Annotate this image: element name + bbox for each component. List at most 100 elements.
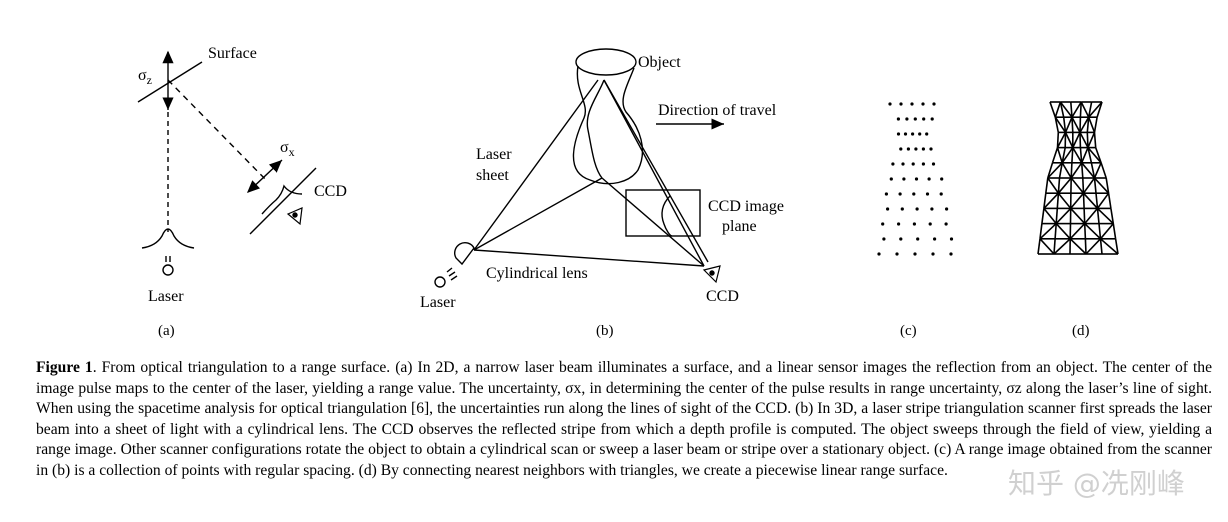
mesh-edge bbox=[1056, 132, 1067, 148]
mesh-edge bbox=[1071, 147, 1074, 163]
mesh-edge bbox=[1087, 132, 1096, 148]
panel-d-mesh bbox=[1037, 101, 1119, 255]
mesh-edge bbox=[1041, 208, 1045, 224]
mesh-edge bbox=[1086, 117, 1090, 133]
ccd-label-b: CCD bbox=[706, 288, 739, 305]
figure-illustration: Surface σz σx CCD Laser (a) Object Direc… bbox=[137, 45, 1119, 339]
laser-label-b: Laser bbox=[420, 294, 456, 311]
mesh-edge bbox=[1053, 238, 1071, 255]
laser-source bbox=[162, 264, 174, 276]
mesh-edge bbox=[1082, 193, 1085, 209]
mesh-edge bbox=[1055, 208, 1059, 224]
object-top bbox=[575, 48, 637, 76]
mesh-edge bbox=[1047, 162, 1063, 179]
mesh-edge bbox=[1081, 162, 1096, 179]
mesh-edge bbox=[1098, 223, 1102, 239]
mesh-edge bbox=[1054, 117, 1060, 133]
range-point bbox=[927, 177, 931, 181]
range-point bbox=[901, 162, 905, 166]
range-point bbox=[925, 192, 930, 196]
mesh-edge bbox=[1086, 132, 1089, 148]
mesh-edge bbox=[1084, 207, 1099, 225]
range-point bbox=[891, 162, 895, 166]
mesh-edge bbox=[1079, 147, 1083, 163]
range-point bbox=[928, 222, 932, 226]
mesh-edge bbox=[1061, 147, 1074, 164]
mesh-edge bbox=[1099, 238, 1119, 255]
ccd-image-plane bbox=[625, 189, 701, 237]
range-point bbox=[922, 117, 926, 121]
mesh-edge bbox=[1085, 238, 1102, 255]
mesh-edge bbox=[1100, 162, 1107, 179]
mesh-edge bbox=[1087, 147, 1102, 164]
mesh-edge bbox=[1056, 193, 1060, 209]
mesh-edge bbox=[1080, 147, 1089, 164]
mesh-edge bbox=[1055, 207, 1072, 225]
mesh-edge bbox=[1062, 117, 1067, 133]
mesh-edge bbox=[1079, 116, 1090, 133]
laser-sheet-label-2: sheet bbox=[476, 167, 509, 184]
mesh-edge bbox=[1099, 238, 1103, 255]
range-point bbox=[931, 162, 936, 166]
range-point bbox=[913, 252, 917, 256]
mesh-edge bbox=[1079, 101, 1082, 118]
mesh-edge bbox=[1070, 162, 1083, 179]
mesh-edge bbox=[1072, 132, 1081, 148]
range-point bbox=[914, 147, 918, 151]
mesh-edge bbox=[1070, 101, 1073, 118]
eye-icon bbox=[286, 207, 303, 226]
mesh-edge bbox=[1045, 177, 1049, 194]
range-point bbox=[881, 222, 885, 226]
range-point bbox=[925, 132, 929, 136]
range-point bbox=[912, 222, 917, 226]
range-point bbox=[932, 102, 936, 106]
mesh-edge bbox=[1096, 192, 1110, 209]
mesh-edge bbox=[1053, 238, 1056, 255]
mesh-edge bbox=[1047, 177, 1060, 194]
mesh-edge bbox=[1069, 238, 1087, 255]
range-point bbox=[902, 177, 906, 181]
range-point bbox=[945, 207, 949, 211]
mesh-edge bbox=[1037, 238, 1041, 255]
panel-b-caption: (b) bbox=[596, 323, 614, 339]
range-point bbox=[903, 132, 908, 136]
mesh-edge bbox=[1039, 223, 1057, 240]
mesh-edge bbox=[1096, 208, 1100, 224]
range-point bbox=[905, 117, 909, 121]
mesh-edge bbox=[1043, 193, 1047, 209]
mesh-edge bbox=[1064, 116, 1073, 133]
mesh-edge bbox=[1049, 101, 1057, 118]
mesh-edge bbox=[1071, 117, 1074, 133]
eye-icon-b bbox=[702, 265, 721, 284]
range-point bbox=[949, 237, 954, 241]
cyl-lens-label: Cylindrical lens bbox=[486, 265, 588, 282]
range-point bbox=[888, 102, 892, 106]
range-point bbox=[912, 192, 916, 196]
mesh-edge bbox=[1058, 162, 1063, 179]
laser-source-b bbox=[434, 276, 446, 288]
range-point bbox=[897, 222, 901, 226]
mesh-edge bbox=[1082, 192, 1099, 209]
range-point bbox=[900, 207, 904, 211]
range-point bbox=[886, 207, 890, 211]
mesh-edge bbox=[1087, 101, 1093, 118]
mesh-edge bbox=[1093, 132, 1097, 148]
sigma-x-label: σx bbox=[280, 139, 295, 159]
caption-text: . From optical triangulation to a range … bbox=[36, 359, 1212, 479]
panel-a-caption: (a) bbox=[158, 323, 175, 339]
range-point bbox=[939, 192, 943, 196]
range-point bbox=[899, 237, 903, 241]
mesh-edge bbox=[1055, 223, 1071, 240]
ccd-plane-label-1: CCD image bbox=[708, 198, 784, 215]
range-point bbox=[884, 192, 889, 196]
ccd-plane-label-2: plane bbox=[722, 218, 757, 235]
mesh-edge bbox=[1096, 101, 1103, 118]
range-point bbox=[906, 147, 911, 151]
range-point bbox=[944, 222, 948, 226]
mesh-edge bbox=[1079, 132, 1089, 148]
range-point bbox=[918, 132, 922, 136]
mesh-edge bbox=[1090, 162, 1096, 179]
mesh-edge bbox=[1054, 116, 1067, 133]
mesh-edge bbox=[1070, 207, 1086, 225]
range-point bbox=[899, 147, 903, 151]
